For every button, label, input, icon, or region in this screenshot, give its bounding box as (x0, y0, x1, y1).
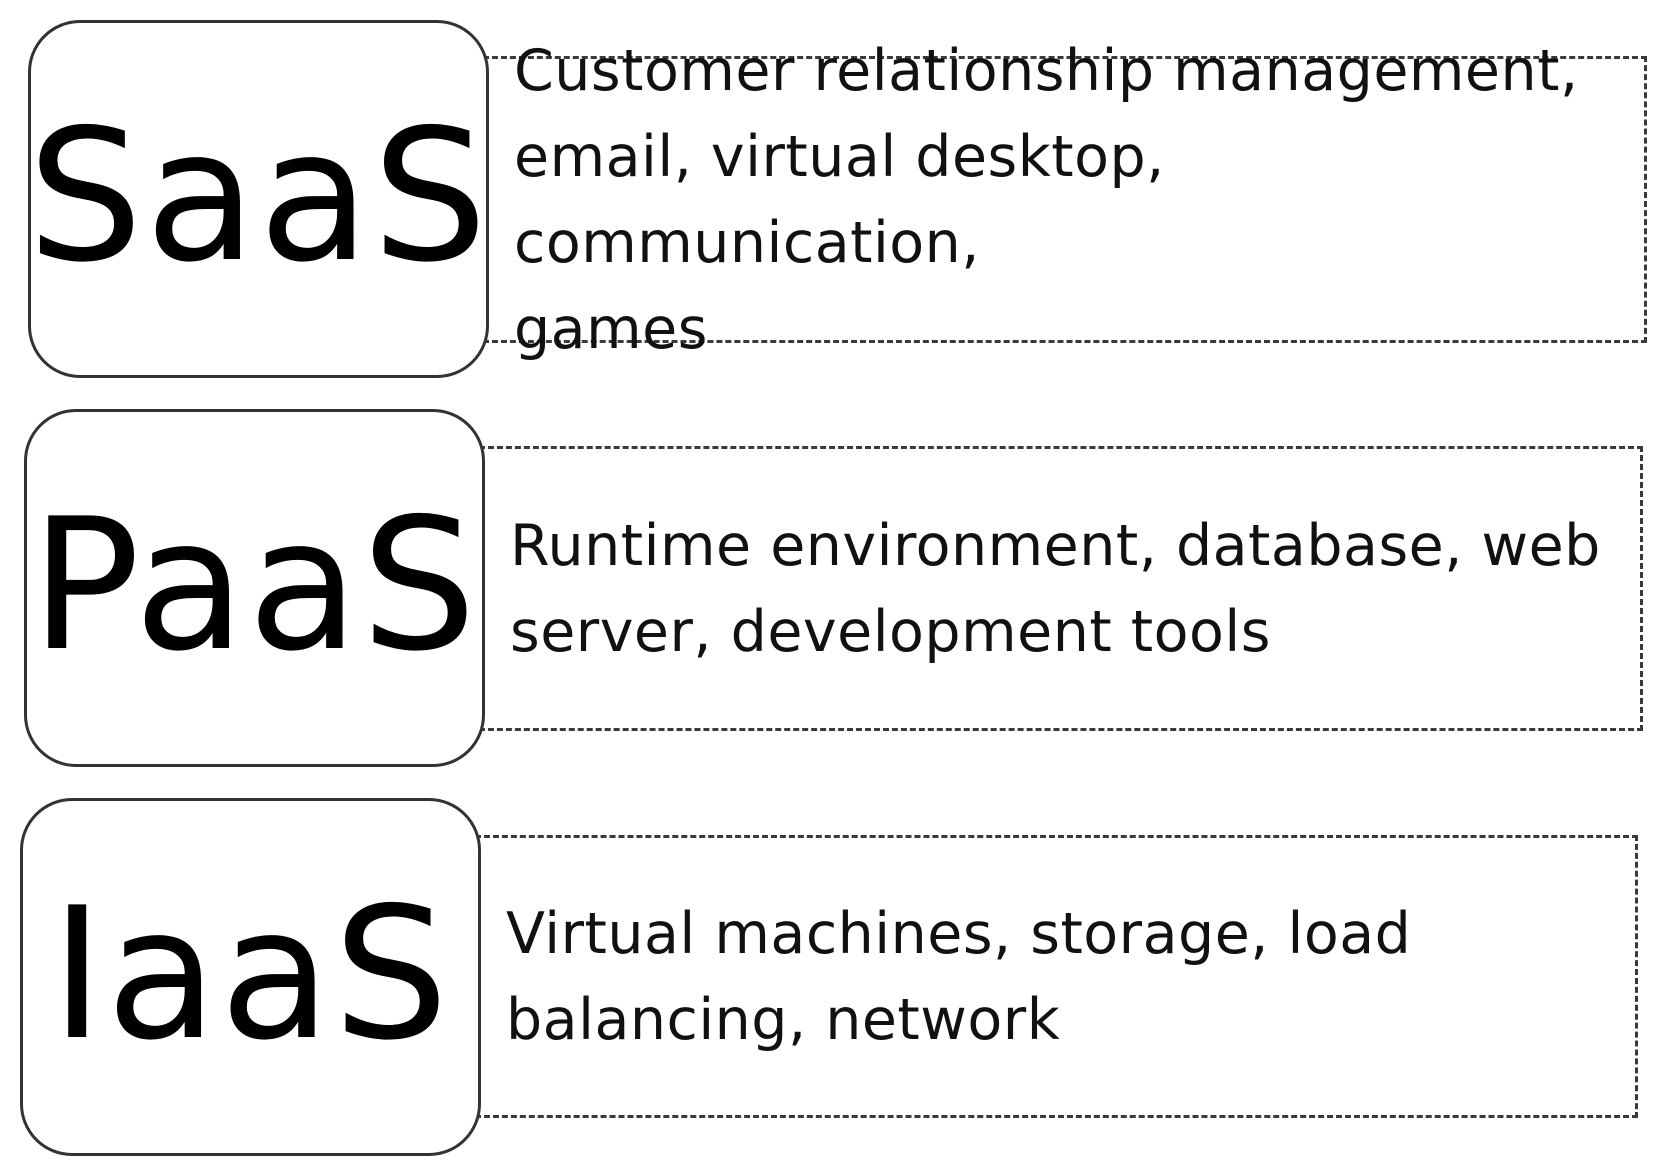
saas-label-box: SaaS (27, 20, 490, 378)
iaas-label: IaaS (50, 868, 451, 1080)
paas-description: Runtime environment, database, web serve… (510, 512, 1601, 665)
iaas-description: Virtual machines, storage, load balancin… (506, 900, 1412, 1053)
paas-layer: Runtime environment, database, web serve… (0, 409, 1659, 769)
paas-label-box: PaaS (24, 409, 485, 767)
iaas-layer: Virtual machines, storage, load balancin… (0, 798, 1659, 1158)
iaas-description-box: Virtual machines, storage, load balancin… (475, 835, 1638, 1118)
saas-description-box: Customer relationship management, email,… (483, 38, 1647, 362)
saas-layer: Customer relationship management, email,… (0, 20, 1659, 380)
paas-description-box: Runtime environment, database, web serve… (479, 446, 1643, 731)
paas-label: PaaS (30, 479, 479, 691)
iaas-label-box: IaaS (20, 798, 481, 1156)
saas-label: SaaS (27, 90, 490, 302)
saas-description: Customer relationship management, email,… (514, 37, 1579, 362)
